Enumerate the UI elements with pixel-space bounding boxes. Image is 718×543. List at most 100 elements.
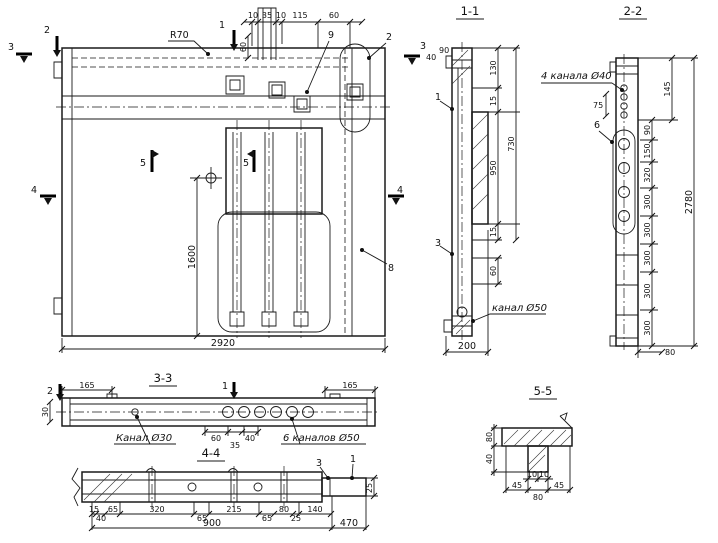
dim-30: 30 xyxy=(41,407,50,417)
label-6-kanalov-50: 6 каналов Ø50 xyxy=(283,432,360,444)
dim-row-6: 65 xyxy=(262,514,272,523)
section-arrows xyxy=(20,44,416,205)
dim-165-right: 165 xyxy=(342,381,357,390)
leader-dots xyxy=(206,52,371,252)
extension-lines xyxy=(91,477,378,530)
centerlines xyxy=(151,466,285,508)
section-marker-4-right: 4 xyxy=(397,185,403,196)
callout-3: 3 xyxy=(316,458,322,469)
dim-2920: 2920 xyxy=(211,338,235,349)
dim-2780: 2780 xyxy=(684,190,695,214)
section-details xyxy=(609,61,638,347)
dim-row-7: 80 xyxy=(279,505,289,514)
hatch-lines xyxy=(451,49,489,335)
section-title-1-1: 1-1 xyxy=(461,4,480,18)
dimension-lines xyxy=(446,48,517,353)
dim-stack-5: 300 xyxy=(643,250,652,265)
main-view: 3 2 1 3 4 4 5 5 2 9 8 R70 10 35 10 115 6… xyxy=(8,7,426,353)
dimension-lines xyxy=(605,58,695,353)
dim-35: 35 xyxy=(230,441,240,450)
section-title-3-3: 3-3 xyxy=(154,371,173,385)
dim-35: 35 xyxy=(262,11,272,20)
edge-section-body xyxy=(615,57,639,347)
dimension-ticks xyxy=(442,44,520,356)
dim-40: 40 xyxy=(245,434,255,443)
label-4-kanala-40: 4 канала Ø40 xyxy=(541,70,612,82)
section-marker-1-top: 1 xyxy=(219,20,225,31)
detail-leg xyxy=(527,445,549,473)
leader-lines xyxy=(319,463,354,479)
dim-145: 145 xyxy=(663,81,672,96)
section-marker-4-left: 4 xyxy=(31,185,37,196)
dim-130: 130 xyxy=(489,60,498,75)
section-3-3-view: 3-3 2 1 165 165 30 Канал Ø30 60 35 40 6 … xyxy=(41,371,380,450)
callout-8: 8 xyxy=(388,263,394,274)
dim-90: 90 xyxy=(439,46,449,55)
channel-hole-b xyxy=(253,482,263,492)
dim-row-1: 40 xyxy=(96,514,106,523)
hidden-lines xyxy=(72,48,350,336)
dim-60: 60 xyxy=(211,434,221,443)
flag-mark xyxy=(559,412,573,429)
panel-details xyxy=(53,7,385,336)
dimension-ticks xyxy=(58,18,389,353)
dim-row-4: 65 xyxy=(197,514,207,523)
section-title-4-4: 4-4 xyxy=(202,446,221,460)
dim-730: 730 xyxy=(507,136,516,151)
dim-row-0: 15 xyxy=(89,505,99,514)
lift-hole xyxy=(205,172,217,184)
section-marker-2: 2 xyxy=(47,386,53,397)
extension-lines xyxy=(445,47,520,356)
label-kanal-30: Канал Ø30 xyxy=(116,432,172,444)
embed-plates xyxy=(225,75,364,113)
dim-15-bottom: 15 xyxy=(489,227,498,237)
channels xyxy=(229,132,309,327)
section-marker-3-left: 3 xyxy=(8,42,14,53)
callout-2: 2 xyxy=(386,32,392,43)
section-2-2-view: 2-2 4 канала Ø40 75 6 90 150 320 300 300… xyxy=(541,4,698,358)
dim-900: 900 xyxy=(203,518,221,529)
dim-row-3: 320 xyxy=(149,505,164,514)
bar-details xyxy=(69,393,368,426)
dimension-lines xyxy=(92,478,375,529)
section-5-5-view: 5-5 80 40 10 10 45 80 45 xyxy=(485,384,574,502)
dim-stack-0: 90 xyxy=(643,125,652,135)
dim-row-2: 65 xyxy=(108,505,118,514)
channel-hole xyxy=(456,306,468,318)
dim-stack-1: 150 xyxy=(643,143,652,158)
dim-stack-3: 300 xyxy=(643,194,652,209)
dim-45a: 45 xyxy=(512,481,522,490)
dim-60-top: 60 xyxy=(329,11,339,20)
dimension-lines xyxy=(62,21,385,350)
callout-3: 3 xyxy=(435,238,441,249)
extension-lines xyxy=(61,22,386,353)
section-cut-marks xyxy=(16,30,420,198)
section-details xyxy=(443,55,472,333)
leader-dots xyxy=(610,88,624,144)
dim-15-top: 15 xyxy=(489,96,498,106)
dim-60-left: 60 xyxy=(239,42,248,52)
lower-zone xyxy=(217,211,331,333)
section-title-2-2: 2-2 xyxy=(624,4,643,18)
section-4-4-view: 4-4 3 1 15 40 65 320 65 215 65 80 25 140… xyxy=(71,446,378,532)
dim-stack-6: 300 xyxy=(643,283,652,298)
dim-stack-4: 300 xyxy=(643,222,652,237)
dim-115: 115 xyxy=(292,11,307,20)
section-marker-5-left: 5 xyxy=(140,158,146,169)
dim-200: 200 xyxy=(458,341,476,352)
dimension-ticks xyxy=(88,474,378,532)
hatch-lines xyxy=(83,473,133,503)
dim-950: 950 xyxy=(489,160,498,175)
section-title-5-5: 5-5 xyxy=(534,384,553,398)
opening xyxy=(225,127,323,215)
dim-80-left: 80 xyxy=(485,432,494,442)
dim-470: 470 xyxy=(340,518,358,529)
dim-row-5: 215 xyxy=(226,505,241,514)
detail-plate xyxy=(501,427,573,447)
label-kanal-50: канал Ø50 xyxy=(492,302,547,314)
bar-details xyxy=(71,467,331,507)
dim-25: 25 xyxy=(365,483,374,493)
leader-lines xyxy=(439,100,546,322)
dim-10b: 10 xyxy=(539,470,549,479)
centerlines xyxy=(56,106,390,338)
